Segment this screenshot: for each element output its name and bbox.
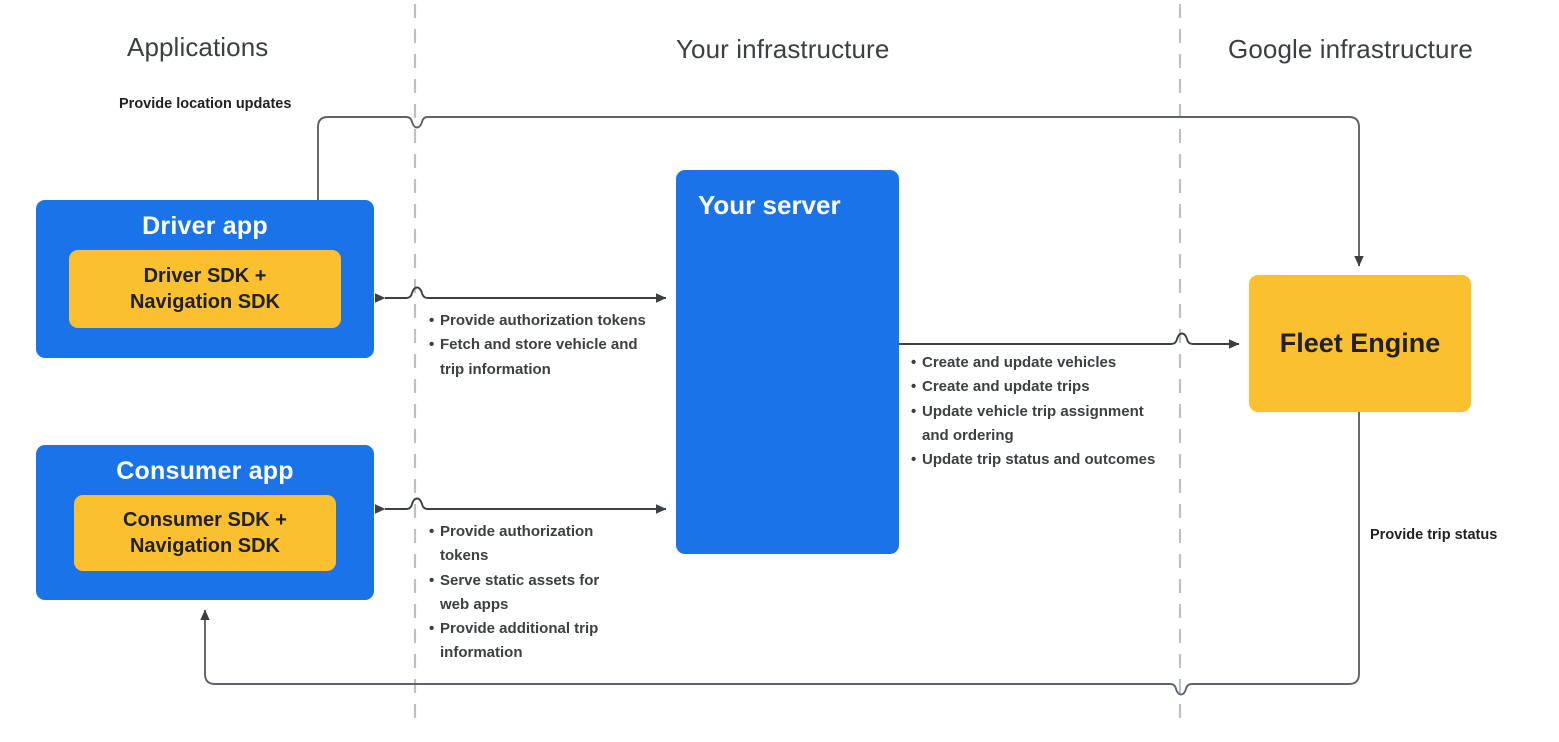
bullets-driver-server: • Provide authorization tokens • Fetch and … [429,309,654,382]
zone-title-applications: Applications [127,32,269,62]
bullet-text: Provide authorization tokens [440,312,646,329]
bullets-consumer-server: • Provide authorization tokens • Serve stat… [429,520,629,666]
bullet-marker-icon: • [429,312,435,329]
your-server-title: Your server [698,190,841,220]
bullet-item: • Create and update vehicles [911,351,1161,375]
bullet-marker-icon: • [911,378,917,396]
bullet-item: • Serve static assets for web apps [429,569,629,618]
bullet-text: Update vehicle trip assignment and order… [922,402,1144,444]
edge-consumer-app-your-server [375,497,667,514]
bullet-item: • Create and update trips [911,375,1161,399]
edge-label-provide-location-updates: Provide location updates [119,96,292,112]
bullet-item: • Provide authorization tokens [429,520,629,569]
node-consumer-app[interactable]: Consumer app Consumer SDK + Navigation S… [36,445,374,600]
bullet-item: • Provide authorization tokens [429,309,654,333]
bullet-text: Fetch and store vehicle and trip informa… [440,336,638,378]
bullet-marker-icon: • [911,451,917,469]
node-driver-app[interactable]: Driver app Driver SDK + Navigation SDK [36,200,374,358]
bullet-marker-icon: • [429,620,435,638]
bullet-marker-icon: • [911,354,917,371]
bullets-server-fleet-engine: • Create and update vehicles • Create and u… [911,351,1161,472]
bullet-text: Provide additional trip information [440,620,599,662]
consumer-app-title: Consumer app [116,457,294,485]
driver-sdk-label: Driver SDK + Navigation SDK [129,264,281,313]
node-your-server[interactable]: Your server [676,170,899,554]
bullet-item: • Provide additional trip information [429,617,629,666]
bullet-item: • Update trip status and outcomes [911,448,1161,472]
driver-app-title: Driver app [142,212,268,240]
bullet-text: Create and update trips [922,378,1090,396]
edge-your-server-fleet-engine [899,332,1240,349]
bullet-marker-icon: • [429,571,435,589]
fleet-engine-title: Fleet Engine [1279,328,1441,358]
bullet-marker-icon: • [911,402,917,420]
edge-driver-app-your-server [375,286,667,303]
bullet-text: Serve static assets for web apps [440,571,600,613]
consumer-sdk-label: Consumer SDK + Navigation SDK [123,508,287,557]
bullet-text: Update trip status and outcomes [922,451,1156,469]
bullet-marker-icon: • [429,523,435,540]
bullet-text: Create and update vehicles [922,354,1117,371]
zone-title-your-infrastructure: Your infrastructure [676,34,890,64]
consumer-sdk-box[interactable]: Consumer SDK + Navigation SDK [74,495,336,571]
bullet-marker-icon: • [429,336,435,354]
bullet-text: Provide authorization tokens [440,523,594,565]
bullet-item: • Update vehicle trip assignment and orde… [911,400,1161,449]
edge-label-provide-trip-status: Provide trip status [1370,527,1498,543]
node-fleet-engine[interactable]: Fleet Engine [1249,275,1471,412]
bullet-item: • Fetch and store vehicle and trip inform… [429,333,654,382]
driver-sdk-box[interactable]: Driver SDK + Navigation SDK [69,250,341,328]
zone-title-google-infrastructure: Google infrastructure [1228,34,1473,64]
